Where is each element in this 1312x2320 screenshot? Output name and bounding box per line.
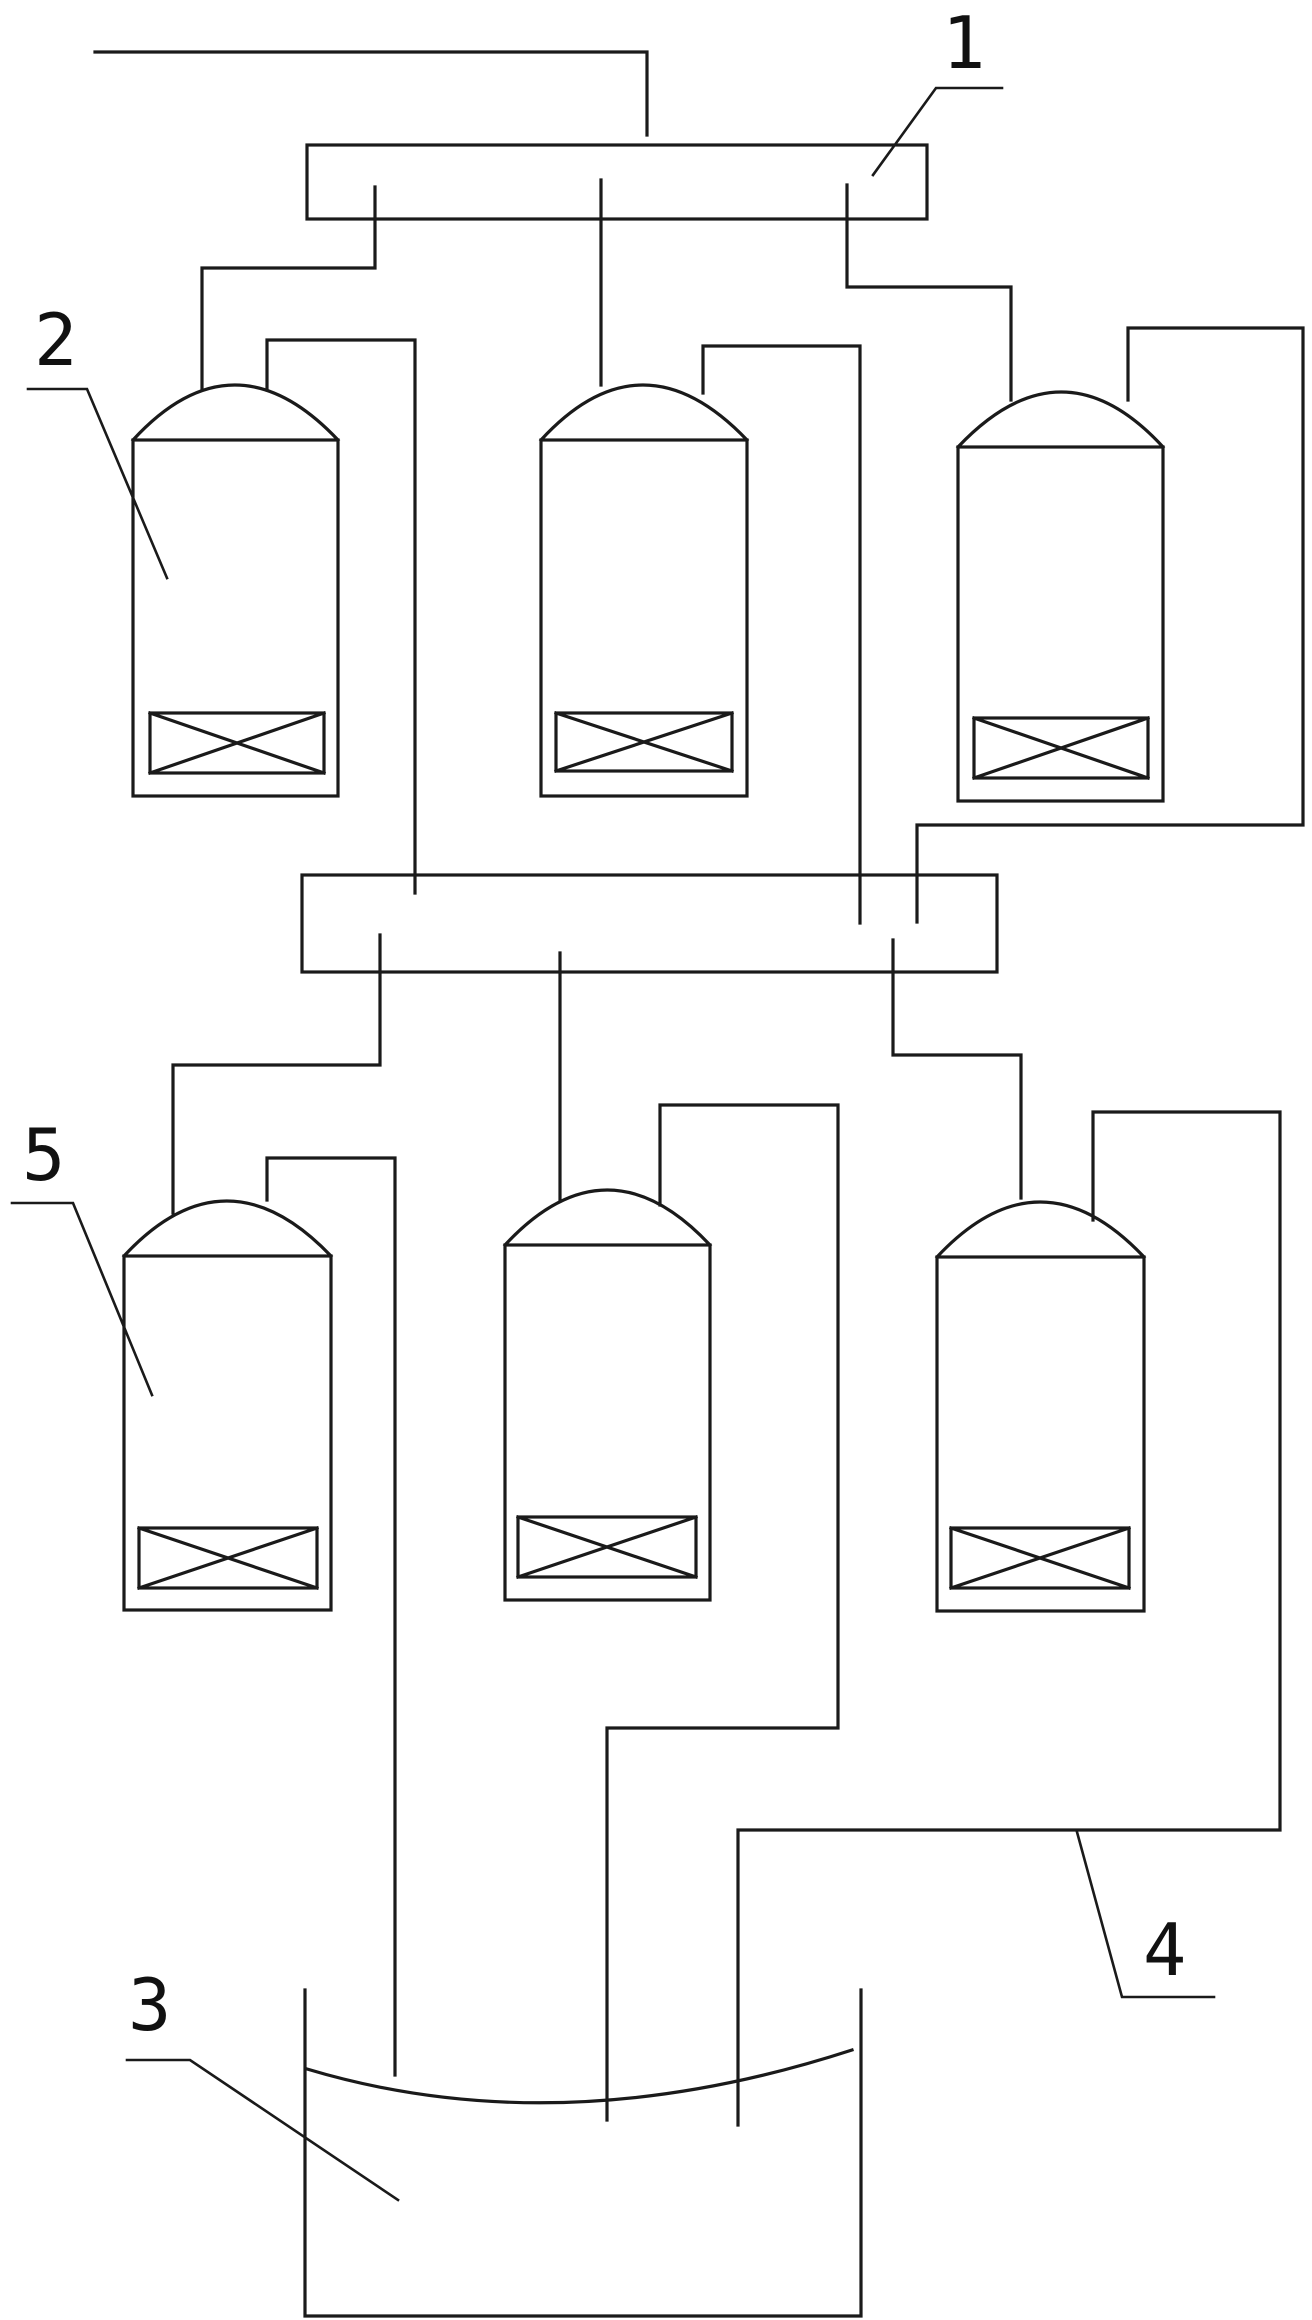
lower-tank-3-body [935,1255,1146,1613]
lower-tank-2 [502,1188,713,1602]
pipe-tank-l1-to-collector [265,1156,397,2077]
pipe-tank-l2-to-collector [605,1103,840,2122]
lower-tank-1-dome [121,1199,334,1259]
pipe-tank-u2-to-mid-dist [701,344,862,925]
leader-line-4 [1075,1830,1216,1999]
upper-tank-3 [955,390,1166,803]
upper-tank-2-body [539,438,749,798]
upper-tank-2-stirrer [554,711,734,773]
upper-tank-1 [130,383,341,798]
upper-tank-1-dome [130,383,341,443]
liquid-surface [305,2047,855,2105]
top-distributor [305,143,929,221]
lower-tank-3-stirrer [949,1526,1131,1590]
lower-tank-3 [934,1200,1147,1613]
pipe-tank-l3-to-collector [736,1110,1282,2127]
upper-tank-3-body [956,445,1165,803]
lower-tank-1-body [122,1254,333,1612]
middle-distributor [300,873,999,974]
pipe-mid-dist-to-tank-l3 [891,938,1023,1200]
lower-tank-1-stirrer [137,1526,319,1590]
lower-tank-2-dome [502,1188,713,1248]
inlet-pipe [93,50,649,137]
lower-tank-3-dome [934,1200,1147,1260]
upper-tank-3-dome [955,390,1166,450]
label-4: 4 [1143,1908,1186,1992]
pipe-top-dist-to-tank-u1 [200,185,377,390]
lower-tank-1 [121,1199,334,1612]
lower-tank-2-stirrer [516,1515,698,1579]
leader-line-3 [125,2058,400,2202]
leader-line-2 [26,387,169,580]
lower-tank-2-body [503,1243,712,1602]
label-2: 2 [34,298,77,382]
pipe-top-dist-to-tank-u3 [845,183,1013,402]
leader-line-5 [10,1201,154,1397]
label-1: 1 [942,1,985,85]
pipe-mid-dist-to-tank-l1 [171,933,382,1215]
pipe-tank-u1-to-mid-dist [265,338,417,895]
leader-line-1 [871,86,1004,177]
label-5: 5 [22,1113,65,1197]
upper-tank-1-stirrer [148,711,326,775]
collection-tank [303,1988,863,2318]
label-3: 3 [128,1963,171,2047]
upper-tank-1-body [131,438,340,798]
upper-tank-2 [538,383,750,798]
upper-tank-2-dome [538,383,750,443]
pipe-tank-u3-to-mid-dist [915,326,1305,924]
upper-tank-3-stirrer [972,716,1150,780]
